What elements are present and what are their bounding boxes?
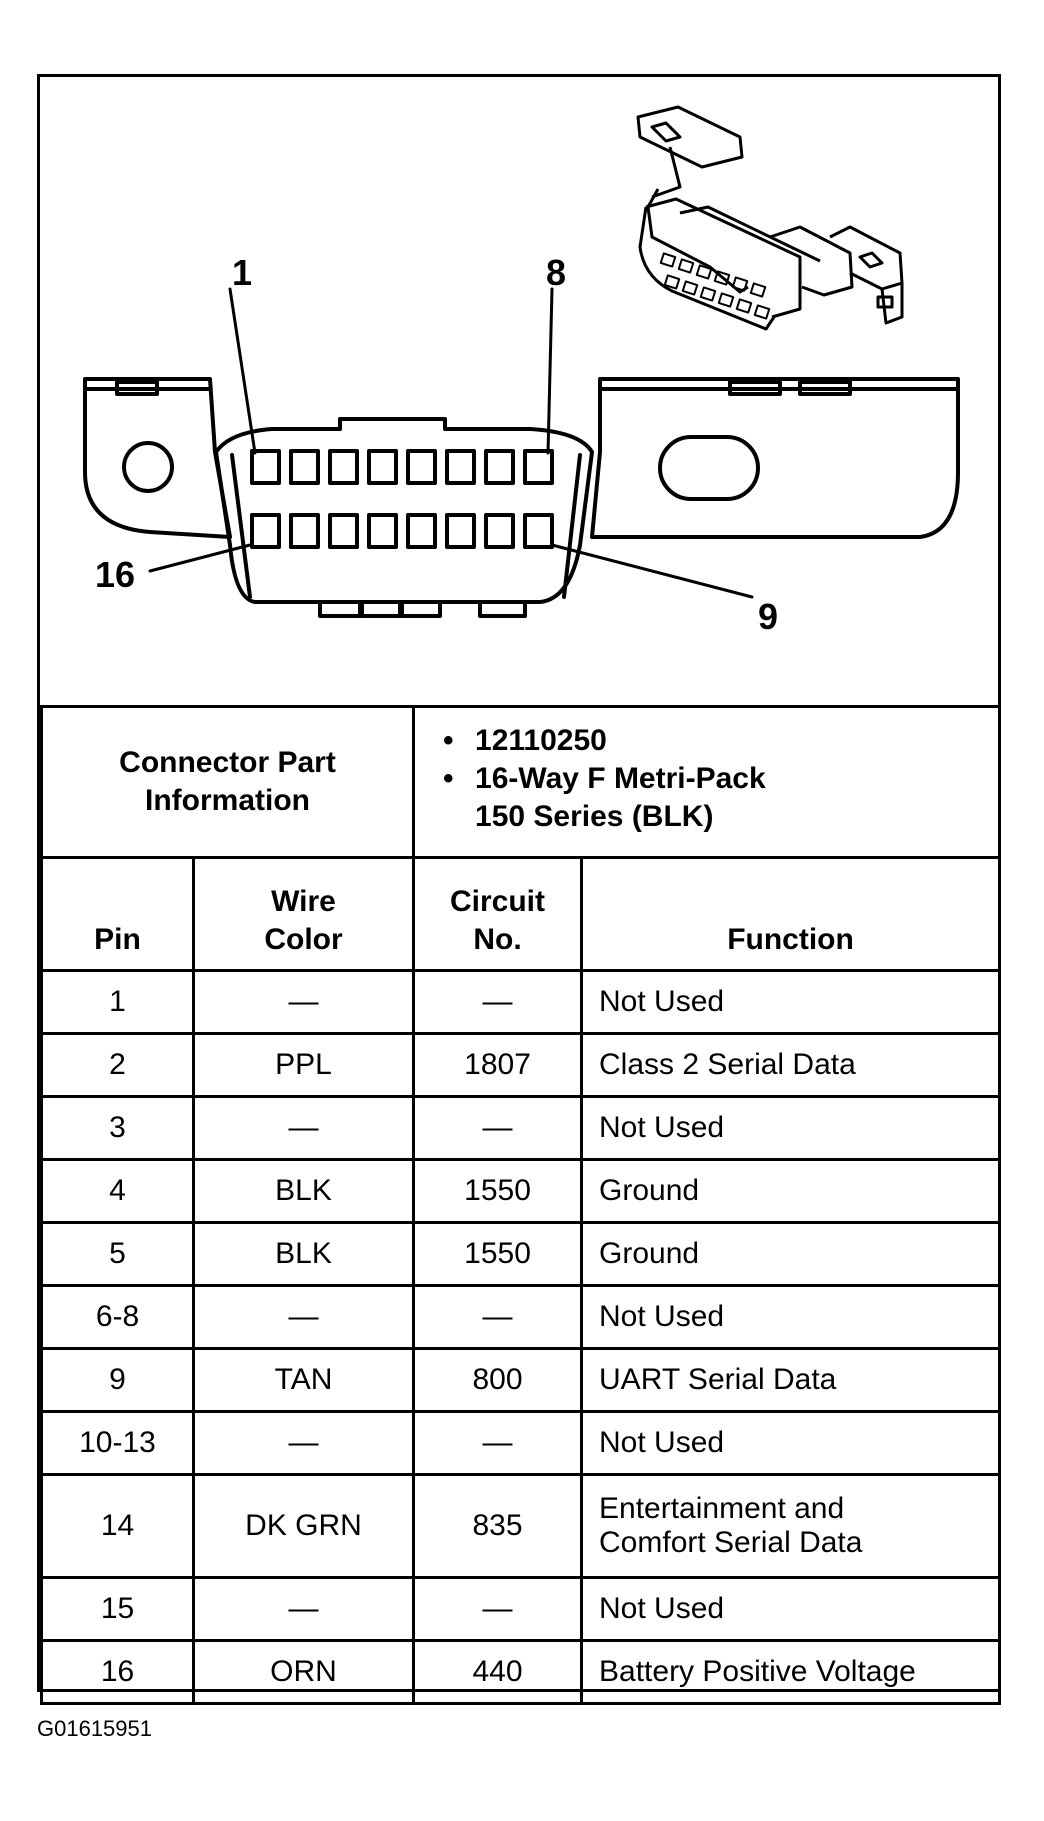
header-pin: Pin (40, 856, 195, 972)
left-mount-ear (83, 377, 232, 539)
table-row: 9 TAN 800 UART Serial Data (40, 1347, 1002, 1413)
right-mount-hole (658, 435, 760, 501)
pinout-table: Connector Part Information 12110250 16-W… (39, 705, 1002, 1705)
table-row: 3 — — Not Used (40, 1095, 1002, 1161)
part-number: 12110250 (443, 722, 998, 760)
connector-info-row: Connector Part Information 12110250 16-W… (39, 705, 1002, 859)
table-row: 16 ORN 440 Battery Positive Voltage (40, 1639, 1002, 1705)
connector-info-label: Connector Part Information (39, 705, 416, 859)
pin-callout-9: 9 (758, 596, 779, 637)
connector-diagram: 1 8 16 9 (40, 77, 998, 705)
figure-frame: 1 8 16 9 Connector Part Information 1211… (37, 74, 1002, 1705)
connector-body (214, 417, 594, 604)
table-row: 6-8 — — Not Used (40, 1284, 1002, 1350)
connector-series: 150 Series (BLK) (475, 800, 714, 833)
connector-type: 16-Way F Metri-Pack (443, 760, 998, 798)
table-row: 10-13 — — Not Used (40, 1410, 1002, 1476)
figure-id: G01615951 (37, 1716, 152, 1741)
right-mount-ear (590, 377, 960, 539)
connector-info-values: 12110250 16-Way F Metri-Pack 150 Series … (412, 705, 1002, 859)
connector-iso-view (636, 105, 904, 331)
table-row: 2 PPL 1807 Class 2 Serial Data (40, 1032, 1002, 1098)
pin-callout-1: 1 (232, 252, 253, 293)
table-row: 15 — — Not Used (40, 1576, 1002, 1642)
left-mount-hole (122, 441, 174, 493)
pin-callout-8: 8 (546, 252, 567, 293)
table-row: 5 BLK 1550 Ground (40, 1221, 1002, 1287)
table-row: 1 — — Not Used (40, 969, 1002, 1035)
table-row: 4 BLK 1550 Ground (40, 1158, 1002, 1224)
connector-drawing (83, 105, 960, 618)
pin-callout-16: 16 (95, 554, 136, 595)
header-function: Function (580, 856, 1002, 972)
